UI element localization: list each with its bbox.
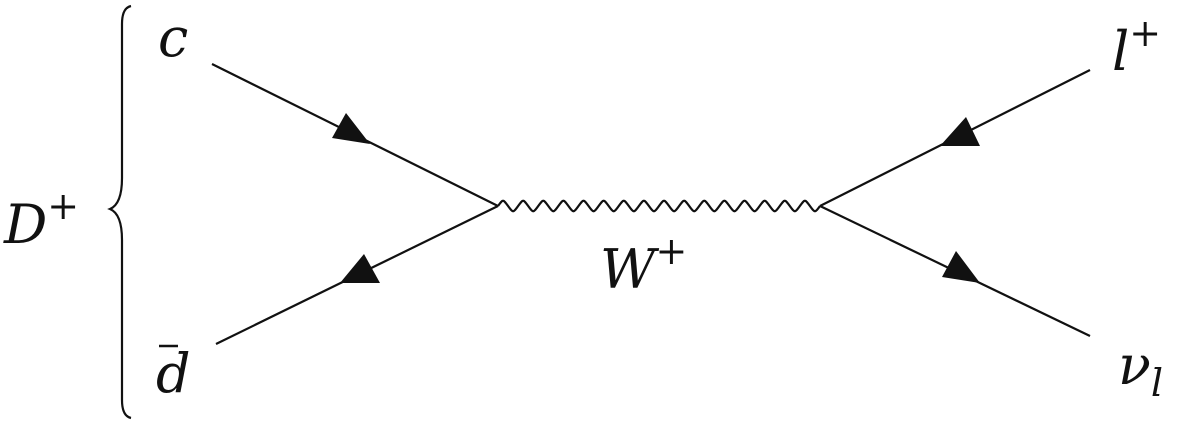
quark-arrow-c (332, 113, 370, 144)
meson-brace (107, 4, 132, 420)
w-boson-line (497, 199, 821, 213)
lepton-label-l-plus: l+ (1112, 11, 1161, 83)
antiquark-arrow-dbar (340, 254, 380, 283)
w-boson-label: W+ (600, 229, 687, 301)
neutrino-label: νl (1118, 334, 1163, 405)
meson-label: D+ (3, 184, 79, 256)
antiquark-label-dbar: d (156, 342, 191, 405)
lepton-arrow-l-plus (940, 117, 980, 146)
quark-label-c: c (158, 6, 188, 69)
neutrino-arrow (942, 251, 980, 283)
